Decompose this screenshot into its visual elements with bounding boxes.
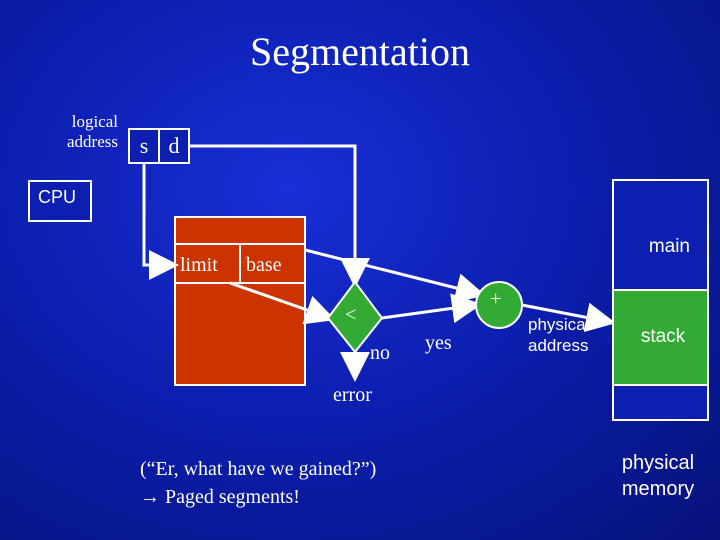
no-label: no — [370, 342, 390, 364]
note-line-1: (“Er, what have we gained?”) — [140, 458, 377, 480]
s-to-table-arrow — [142, 164, 179, 280]
note-line-2-text: Paged segments! — [165, 486, 300, 508]
error-label: error — [333, 384, 372, 406]
d-to-compare-arrow — [190, 144, 370, 288]
cpu-box: CPU — [28, 180, 92, 222]
slide-title: Segmentation — [250, 29, 470, 74]
physical-memory-caption: physical memory — [621, 452, 695, 500]
yes-label: yes — [425, 332, 452, 354]
limit-to-compare-arrow — [229, 281, 336, 325]
cpu-label: CPU — [38, 187, 77, 207]
physical-memory — [612, 179, 709, 421]
right-arrow-icon: → — [140, 486, 165, 508]
adder-circle — [475, 281, 523, 329]
physical-address-label: physical address — [528, 315, 590, 355]
compare-diamond — [326, 280, 384, 354]
note-line-2: → Paged segments! — [140, 486, 300, 509]
base-label: base — [246, 254, 282, 276]
offset-cell: d — [158, 128, 190, 164]
adder-symbol: + — [490, 288, 502, 310]
logical-address-label: logical address — [67, 112, 118, 151]
base-to-adder-arrow — [304, 248, 486, 303]
compare-symbol: < — [345, 304, 357, 326]
physical-address-arrow — [521, 302, 616, 333]
memory-main-label: main — [648, 236, 690, 257]
memory-stack-label: stack — [640, 326, 686, 347]
limit-label: limit — [180, 254, 218, 276]
yes-arrow — [381, 293, 482, 324]
